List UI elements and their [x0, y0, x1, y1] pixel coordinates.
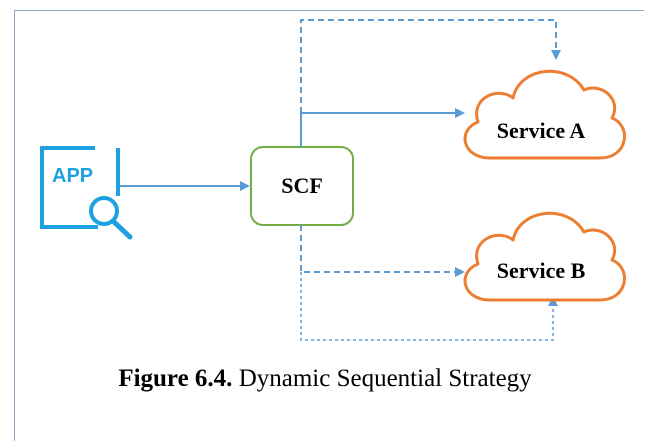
service-a-cloud-icon: Service A — [463, 69, 626, 160]
figure-caption: Figure 6.4. Dynamic Sequential Strategy — [0, 365, 650, 393]
service-a-label: Service A — [497, 118, 586, 143]
app-label: APP — [52, 165, 93, 187]
dashed-path-to-service-b — [300, 225, 465, 277]
frame-left-border — [14, 10, 15, 355]
figure-caption-text: Dynamic Sequential Strategy — [232, 365, 532, 392]
service-b-label: Service B — [497, 258, 586, 283]
app-search-icon: APP — [40, 146, 133, 240]
dotted-bottom-path-to-service-b — [300, 272, 558, 341]
frame-top-border — [14, 10, 644, 11]
scf-label: SCF — [281, 173, 323, 198]
scf-node: SCF — [250, 146, 354, 226]
figure-number: Figure 6.4. — [118, 365, 233, 392]
service-b-cloud-icon: Service B — [463, 211, 626, 302]
frame-left-border-lower — [14, 355, 15, 441]
scf-to-service-a-arrow — [300, 108, 465, 147]
dashed-top-path-to-service-a — [300, 19, 561, 113]
